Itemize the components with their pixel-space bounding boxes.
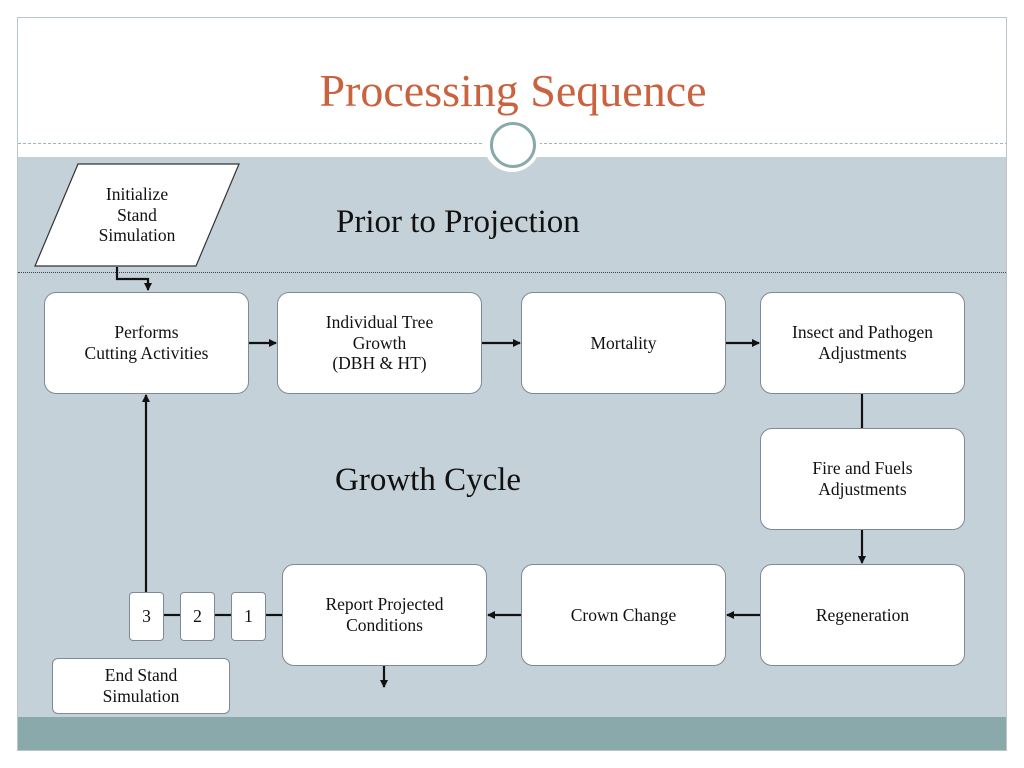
section-growth-cycle: Growth Cycle — [335, 462, 522, 498]
medallion-ring — [490, 122, 536, 168]
node-fire-fuels[interactable]: Fire and Fuels Adjustments — [760, 428, 965, 530]
node-insect-pathogen[interactable]: Insect and Pathogen Adjustments — [760, 292, 965, 394]
section-prior-to-projection: Prior to Projection — [336, 204, 580, 240]
node-individual-tree-growth[interactable]: Individual Tree Growth (DBH & HT) — [277, 292, 482, 394]
initialize-label: Initialize Stand Simulation — [98, 184, 176, 246]
step-box-3[interactable]: 3 — [129, 592, 164, 641]
node-report-projected[interactable]: Report Projected Conditions — [282, 564, 487, 666]
slide-title: Processing Sequence — [319, 65, 707, 116]
node-mortality[interactable]: Mortality — [521, 292, 726, 394]
node-regeneration[interactable]: Regeneration — [760, 564, 965, 666]
initialize-parallelogram — [34, 163, 240, 267]
node-crown-change[interactable]: Crown Change — [521, 564, 726, 666]
step-box-1[interactable]: 1 — [231, 592, 266, 641]
step-box-2[interactable]: 2 — [180, 592, 215, 641]
node-end-stand-simulation[interactable]: End Stand Simulation — [52, 658, 230, 714]
phase-divider — [18, 272, 1006, 273]
footer-band — [18, 717, 1006, 750]
slide: Processing Sequence Initialize Stand Sim… — [17, 17, 1007, 751]
medallion-ornament — [484, 116, 540, 172]
node-cutting-activities[interactable]: Performs Cutting Activities — [44, 292, 249, 394]
